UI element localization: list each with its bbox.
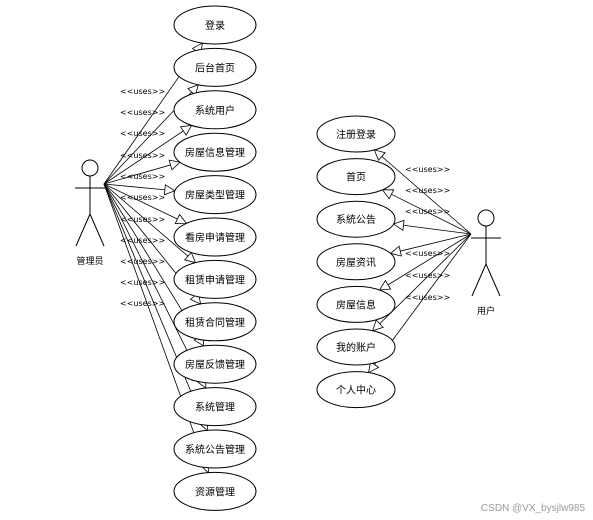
uses-stereotype: <<uses>> bbox=[120, 151, 165, 160]
admin-association: <<uses>> bbox=[103, 129, 181, 185]
user-actor: 用户 bbox=[471, 209, 501, 317]
arrowhead bbox=[389, 245, 402, 257]
uses-stereotype: <<uses>> bbox=[120, 236, 165, 245]
user-association: <<uses>> bbox=[392, 186, 472, 235]
use-case-label: 后台首页 bbox=[195, 61, 235, 74]
admin-use-case: 登录 bbox=[173, 5, 257, 45]
arrowhead bbox=[179, 124, 193, 136]
user-use-case: 个人中心 bbox=[316, 371, 396, 409]
admin-association: <<uses>> bbox=[103, 172, 188, 224]
arrowhead bbox=[163, 184, 176, 196]
uses-stereotype: <<uses>> bbox=[120, 257, 165, 266]
arrowhead bbox=[183, 251, 197, 264]
admin-use-case: 房屋反馈管理 bbox=[173, 344, 257, 384]
uses-stereotype: <<uses>> bbox=[120, 278, 165, 287]
uses-stereotype: <<uses>> bbox=[405, 186, 450, 195]
uses-stereotype: <<uses>> bbox=[120, 87, 165, 96]
user-use-case: 首页 bbox=[316, 158, 396, 196]
use-case-label: 看房申请管理 bbox=[185, 231, 245, 244]
arrowhead bbox=[168, 159, 181, 171]
arrowhead bbox=[371, 319, 384, 332]
admin-use-case: 房屋类型管理 bbox=[173, 175, 257, 215]
admin-use-case: 租赁合同管理 bbox=[173, 302, 257, 342]
uses-stereotype: <<uses>> bbox=[120, 299, 165, 308]
arrowhead bbox=[381, 189, 395, 200]
arrowhead bbox=[174, 213, 188, 224]
admin-actor: 管理员 bbox=[75, 159, 105, 267]
admin-association: <<uses>> bbox=[103, 183, 197, 264]
use-case-label: 租赁合同管理 bbox=[185, 316, 245, 329]
user-association: <<uses>> bbox=[389, 207, 472, 257]
watermark: CSDN @VX_bysjlw985 bbox=[480, 503, 585, 514]
uses-stereotype: <<uses>> bbox=[120, 193, 165, 202]
use-case-label: 系统管理 bbox=[195, 401, 235, 414]
user-association bbox=[373, 149, 472, 235]
actor-label: 管理员 bbox=[76, 255, 103, 267]
actor-label: 用户 bbox=[477, 305, 495, 317]
arrowhead bbox=[368, 360, 380, 374]
use-case-label: 房屋类型管理 bbox=[185, 189, 245, 202]
uses-stereotype: <<uses>> bbox=[405, 249, 450, 258]
uses-stereotype: <<uses>> bbox=[405, 207, 450, 216]
use-case-label: 个人中心 bbox=[336, 384, 376, 397]
admin-use-case: 系統公告管理 bbox=[173, 429, 257, 469]
admin-use-case: 后台首页 bbox=[173, 47, 257, 87]
admin-association: <<uses>> bbox=[103, 151, 176, 196]
arrowhead bbox=[392, 219, 405, 231]
uses-stereotype: <<uses>> bbox=[405, 271, 450, 280]
user-use-case: 房屋资讯 bbox=[316, 243, 396, 281]
use-case-label: 房屋信息 bbox=[336, 298, 376, 311]
admin-use-case: 租赁申请管理 bbox=[173, 259, 257, 299]
use-case-label: 资源管理 bbox=[195, 485, 235, 498]
user-use-case: 注册登录 bbox=[316, 115, 396, 153]
actor-head bbox=[81, 159, 99, 177]
use-case-label: 首页 bbox=[346, 171, 366, 184]
uses-stereotype: <<uses>> bbox=[405, 293, 450, 302]
user-association: <<uses>> bbox=[381, 165, 472, 235]
use-case-label: 租赁申请管理 bbox=[185, 273, 245, 286]
uses-stereotype: <<uses>> bbox=[120, 129, 165, 138]
admin-use-case: 房屋信息管理 bbox=[173, 132, 257, 172]
uses-stereotype: <<uses>> bbox=[120, 108, 165, 117]
admin-use-case: 系统管理 bbox=[173, 387, 257, 427]
use-case-label: 房屋资讯 bbox=[336, 256, 376, 269]
use-case-label: 系统用户 bbox=[195, 104, 235, 117]
user-use-case: 系統公告 bbox=[316, 200, 396, 238]
actor-head bbox=[477, 209, 495, 227]
use-case-label: 系統公告 bbox=[336, 213, 376, 226]
arrowhead bbox=[378, 279, 392, 291]
admin-use-case: 系统用户 bbox=[173, 90, 257, 130]
user-association: <<uses>> bbox=[378, 233, 472, 291]
use-case-label: 房屋反馈管理 bbox=[185, 358, 245, 371]
admin-use-case: 看房申请管理 bbox=[173, 217, 257, 257]
use-case-label: 我的账户 bbox=[336, 341, 376, 354]
uses-stereotype: <<uses>> bbox=[120, 172, 165, 181]
uses-stereotype: <<uses>> bbox=[120, 215, 165, 224]
arrowhead bbox=[373, 149, 386, 161]
use-case-label: 房屋信息管理 bbox=[185, 146, 245, 159]
uses-stereotype: <<uses>> bbox=[405, 165, 450, 174]
user-use-case: 我的账户 bbox=[316, 328, 396, 366]
user-use-case: 房屋信息 bbox=[316, 285, 396, 323]
use-case-label: 系統公告管理 bbox=[185, 443, 245, 456]
admin-association: <<uses>> bbox=[103, 108, 193, 185]
admin-use-case: 资源管理 bbox=[173, 471, 257, 511]
use-case-label: 注册登录 bbox=[336, 128, 376, 141]
use-case-label: 登录 bbox=[205, 19, 225, 32]
